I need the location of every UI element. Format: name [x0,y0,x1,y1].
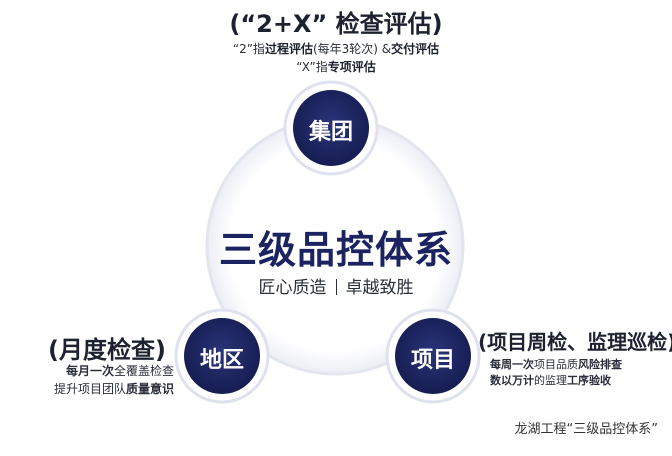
node-circle-group [293,90,369,166]
top-line2-bold: 专项评估 [327,60,376,74]
top-line1-mid: (每年3轮次) & [312,42,392,56]
right-note-line-1: 每周一次项目品质风险排查 [490,356,622,372]
left-note-title: (月度检查) [48,336,166,364]
right-line2-bold2: 工序验收 [567,374,611,387]
center-title: 三级品控体系 [218,228,453,272]
top-note-line-2: “X”指专项评估 [0,58,672,75]
top-line1-bold2: 交付评估 [391,42,440,56]
top-note-line-1: “2”指过程评估(每年3轮次) &交付评估 [0,40,672,57]
caption: 龙湖工程“三级品控体系” [514,422,658,437]
center-subtitle: 匠心质造卓越致胜 [0,273,672,298]
left-note-line-2: 提升项目团队质量意识 [40,380,174,397]
right-line1-bold: 每周一次 [490,358,534,371]
node-circle-region [184,318,260,394]
top-line1-pre: “2”指 [232,42,265,56]
right-note-line-2: 数以万计的监理工序验收 [490,372,611,388]
node-label-project: 项目 [410,348,455,373]
top-line2-pre: “X”指 [296,60,328,74]
right-line1-bold2: 风险排查 [578,358,622,371]
node-label-region: 地区 [199,348,244,373]
node-circle-project [395,318,471,394]
left-line2-bold: 质量意识 [125,382,174,396]
node-label-group: 集团 [308,120,353,145]
subtitle-divider [335,279,337,295]
left-line1-rest: 全覆盖检查 [113,364,174,378]
right-note-title: (项目周检、监理巡检) [478,330,672,354]
right-line2-mid: 的监理 [534,374,567,387]
left-line1-bold: 每月一次 [65,364,114,378]
top-line1-bold1: 过程评估 [264,42,313,56]
top-note-title: (“2+X” 检查评估) [229,10,443,38]
subtitle-left: 匠心质造 [258,278,327,298]
left-note-line-1: 每月一次全覆盖检查 [40,362,174,379]
subtitle-right: 卓越致胜 [345,278,414,298]
right-line2-bold: 数以万计 [490,374,534,387]
right-line1-mid: 项目品质 [534,358,578,371]
left-line2-pre: 提升项目团队 [53,382,126,396]
